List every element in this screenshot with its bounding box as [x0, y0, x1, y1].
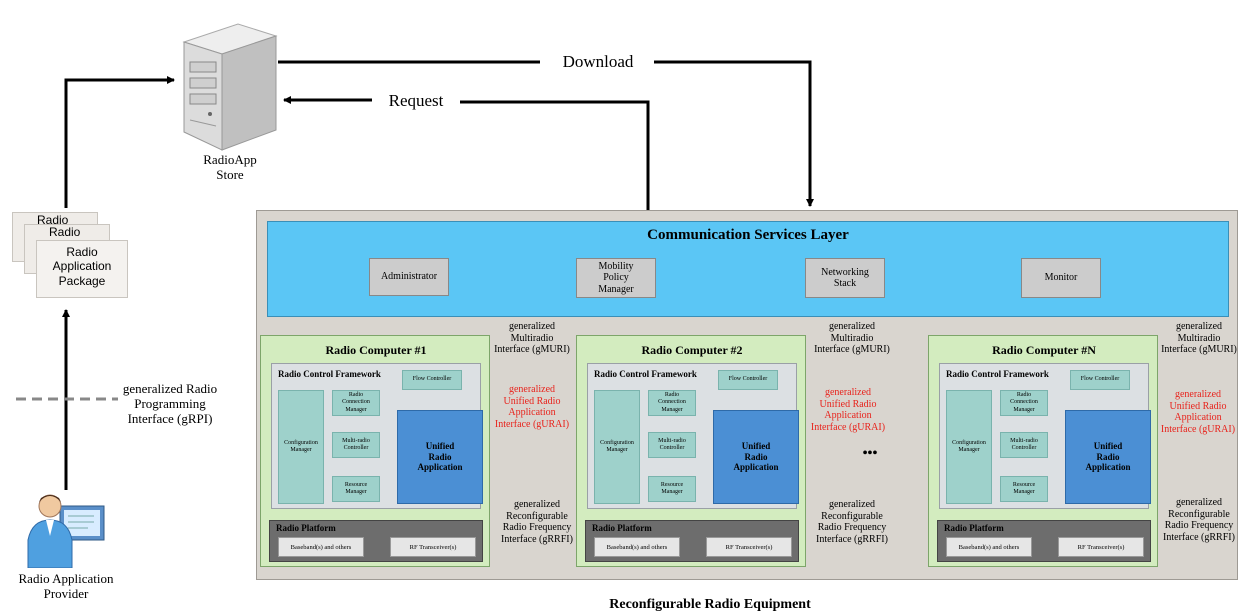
- multiradio-controller: Multi-radio Controller: [1000, 432, 1048, 458]
- rcf-title: Radio Control Framework: [278, 369, 381, 379]
- unified-radio-application: Unified Radio Application: [1065, 410, 1151, 504]
- gurai-label-2: generalized Unified Radio Application In…: [810, 387, 886, 433]
- gmuri-label-1: generalized Multiradio Interface (gMURI): [494, 321, 570, 355]
- radio-computer-title: Radio Computer #1: [325, 343, 427, 357]
- radio-connection-manager: Radio Connection Manager: [648, 390, 696, 416]
- flow-controller: Flow Controller: [402, 370, 462, 390]
- radio-platform: Radio Platform Baseband(s) and others RF…: [585, 520, 799, 562]
- radio-computer-2: Radio Computer #2 Radio Control Framewor…: [576, 335, 806, 567]
- radio-computer-n: Radio Computer #N Radio Control Framewor…: [928, 335, 1158, 567]
- administrator-box: Administrator: [369, 258, 449, 296]
- rcf-title: Radio Control Framework: [946, 369, 1049, 379]
- unified-radio-application: Unified Radio Application: [397, 410, 483, 504]
- grrfi-label-3: generalized Reconfigurable Radio Frequen…: [1163, 497, 1235, 543]
- gmuri-label-3: generalized Multiradio Interface (gMURI): [1161, 321, 1237, 355]
- gmuri-label-2: generalized Multiradio Interface (gMURI): [814, 321, 890, 355]
- rf-transceiver-box: RF Transceiver(s): [706, 537, 792, 557]
- radio-platform-title: Radio Platform: [944, 523, 1004, 533]
- multiradio-controller: Multi-radio Controller: [332, 432, 380, 458]
- flow-controller: Flow Controller: [1070, 370, 1130, 390]
- flow-controller: Flow Controller: [718, 370, 778, 390]
- more-computers-ellipsis: •••: [862, 446, 878, 461]
- upload-arrow: [64, 76, 175, 208]
- csl-title: Communication Services Layer: [647, 227, 849, 243]
- radio-connection-manager: Radio Connection Manager: [1000, 390, 1048, 416]
- grpi-label: generalized Radio Programming Interface …: [122, 381, 218, 426]
- radio-computer-1: Radio Computer #1 Radio Control Framewor…: [260, 335, 490, 567]
- configuration-manager: Configuration Manager: [946, 390, 992, 504]
- gurai-label-3: generalized Unified Radio Application In…: [1160, 389, 1236, 435]
- radio-computer-title: Radio Computer #N: [992, 343, 1096, 357]
- provider-icon: [22, 488, 108, 569]
- request-label: Request: [388, 91, 444, 110]
- rcf-title: Radio Control Framework: [594, 369, 697, 379]
- mobility-policy-manager-box: Mobility Policy Manager: [576, 258, 656, 298]
- radio-application-package: Radio Application Package: [36, 240, 128, 298]
- configuration-manager: Configuration Manager: [278, 390, 324, 504]
- baseband-box: Baseband(s) and others: [946, 537, 1032, 557]
- rf-transceiver-box: RF Transceiver(s): [390, 537, 476, 557]
- resource-manager: Resource Manager: [332, 476, 380, 502]
- radio-connection-manager: Radio Connection Manager: [332, 390, 380, 416]
- configuration-manager: Configuration Manager: [594, 390, 640, 504]
- radio-computer-title: Radio Computer #2: [641, 343, 743, 357]
- grrfi-label-1: generalized Reconfigurable Radio Frequen…: [501, 499, 573, 545]
- monitor-box: Monitor: [1021, 258, 1101, 298]
- radio-platform-title: Radio Platform: [276, 523, 336, 533]
- provider-label: Radio Application Provider: [18, 571, 114, 601]
- equipment-title: Reconfigurable Radio Equipment: [609, 597, 811, 612]
- download-label: Download: [562, 52, 634, 71]
- server-icon: [176, 22, 280, 152]
- download-arrow: [278, 60, 810, 206]
- store-label: RadioApp Store: [203, 152, 257, 182]
- resource-manager: Resource Manager: [648, 476, 696, 502]
- baseband-box: Baseband(s) and others: [278, 537, 364, 557]
- request-arrow: [284, 100, 650, 210]
- baseband-box: Baseband(s) and others: [594, 537, 680, 557]
- unified-radio-application: Unified Radio Application: [713, 410, 799, 504]
- networking-stack-box: Networking Stack: [805, 258, 885, 298]
- resource-manager: Resource Manager: [1000, 476, 1048, 502]
- gurai-label-1: generalized Unified Radio Application In…: [494, 384, 570, 430]
- radio-platform-title: Radio Platform: [592, 523, 652, 533]
- radio-platform: Radio Platform Baseband(s) and others RF…: [937, 520, 1151, 562]
- rf-transceiver-box: RF Transceiver(s): [1058, 537, 1144, 557]
- grrfi-label-2: generalized Reconfigurable Radio Frequen…: [816, 499, 888, 545]
- radio-platform: Radio Platform Baseband(s) and others RF…: [269, 520, 483, 562]
- multiradio-controller: Multi-radio Controller: [648, 432, 696, 458]
